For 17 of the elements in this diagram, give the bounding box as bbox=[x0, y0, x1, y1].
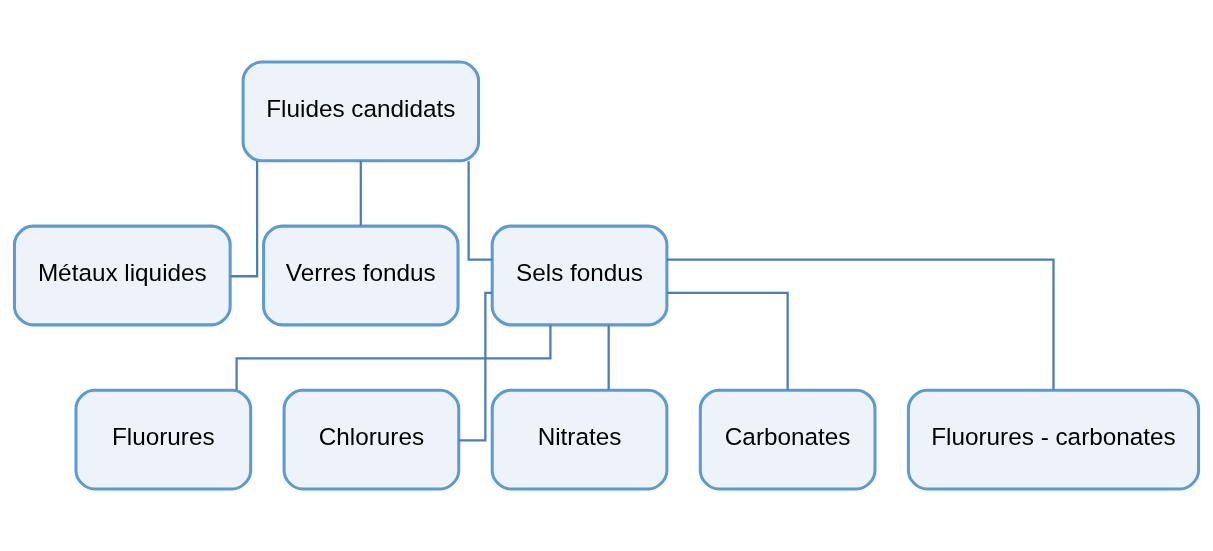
connector bbox=[359, 161, 362, 226]
node-box: Chlorures bbox=[282, 388, 461, 491]
connector bbox=[607, 325, 610, 391]
node-box: Fluorures bbox=[74, 388, 253, 491]
connector bbox=[667, 291, 789, 390]
node-box: Carbonates bbox=[698, 388, 877, 491]
connector bbox=[458, 291, 493, 442]
node-box: Fluorures - carbonates bbox=[906, 388, 1201, 491]
node-box: Verres fondus bbox=[262, 224, 460, 327]
node-box: Nitrates bbox=[490, 388, 669, 491]
connector bbox=[235, 325, 552, 390]
connector bbox=[230, 160, 259, 278]
node-box: Sels fondus bbox=[490, 224, 669, 327]
connector bbox=[667, 258, 1055, 390]
node-box: Métaux liquides bbox=[12, 224, 232, 327]
connector bbox=[467, 161, 493, 261]
node-box: Fluides candidats bbox=[241, 60, 481, 163]
